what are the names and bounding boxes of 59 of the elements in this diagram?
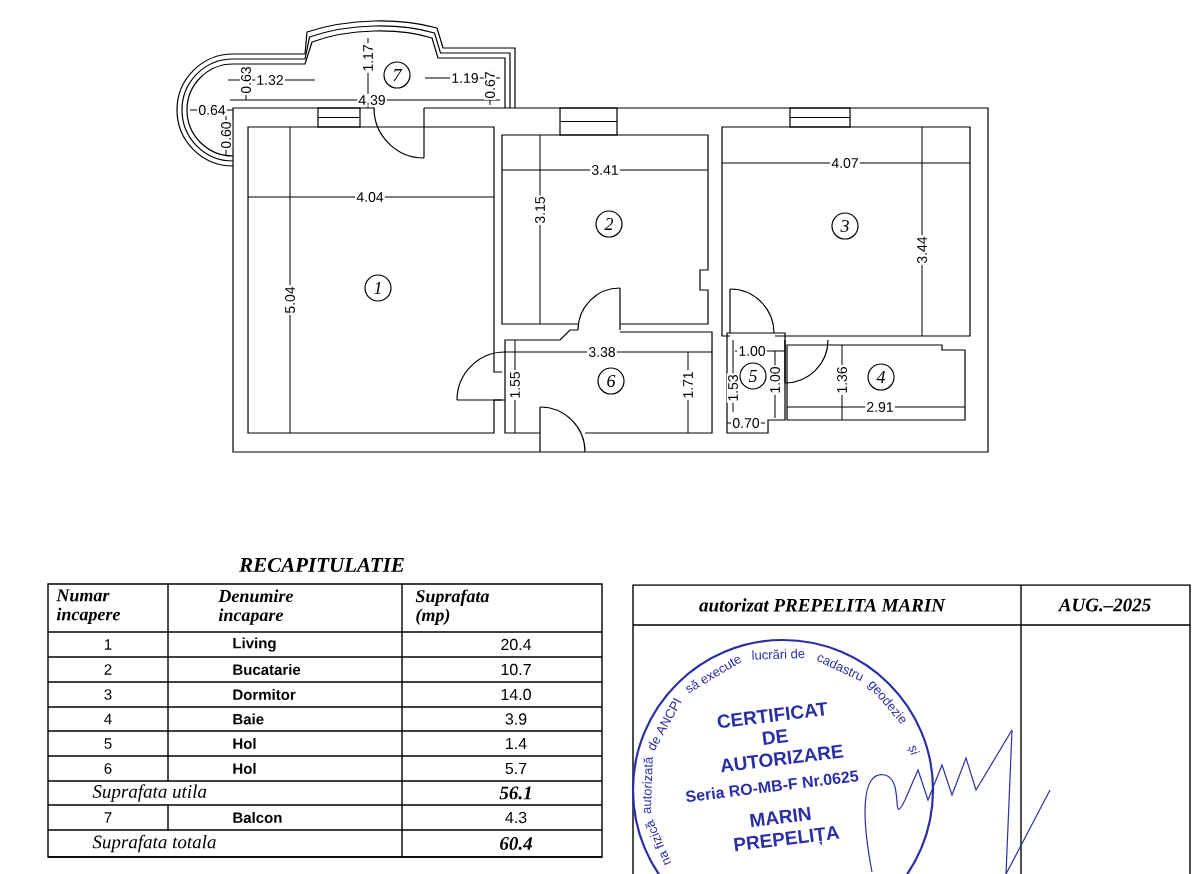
total-label: Suprafata utila bbox=[92, 784, 207, 802]
dimension-label: 1.19 bbox=[450, 71, 480, 85]
dimension-label: 0.60 bbox=[219, 120, 233, 150]
area-value: 14.0 bbox=[501, 688, 531, 701]
stamp-text: lucrări de bbox=[752, 648, 805, 660]
room-number: 4 bbox=[867, 363, 895, 391]
stamp-text: CERTIFICAT DE AUTORIZARE bbox=[717, 701, 844, 773]
dimension-label: 5.04 bbox=[283, 285, 297, 315]
dimension-label: 1.71 bbox=[682, 370, 694, 400]
dimension-label: 0.63 bbox=[239, 65, 253, 95]
row-number: 5 bbox=[104, 738, 112, 749]
area-value: 20.4 bbox=[501, 638, 532, 651]
stamp-text: autorizată bbox=[642, 756, 653, 814]
row-number: 2 bbox=[104, 664, 112, 675]
stamp-text: și bbox=[906, 745, 921, 755]
table-title: RECAPITULATIE bbox=[239, 557, 404, 573]
area-value: 5.7 bbox=[505, 762, 527, 775]
row-number: 7 bbox=[104, 812, 112, 823]
area-value: 10.7 bbox=[501, 663, 531, 676]
row-number: 1 bbox=[104, 639, 112, 650]
date-text: AUG.–2025 bbox=[1057, 598, 1151, 612]
room-number: 6 bbox=[597, 367, 625, 395]
row-number: 3 bbox=[104, 689, 112, 700]
area-value: 3.9 bbox=[505, 713, 527, 725]
row-number: 4 bbox=[104, 713, 112, 725]
dimension-label: 1.55 bbox=[508, 370, 522, 400]
room-number: 2 bbox=[595, 210, 623, 238]
column-header: Denumire incapare bbox=[218, 589, 293, 625]
dimension-label: 3.44 bbox=[915, 235, 929, 265]
area-value: 60.4 bbox=[500, 837, 533, 850]
area-value: 1.4 bbox=[506, 738, 527, 749]
stamp bbox=[631, 638, 935, 874]
dimension-label: 0.67 bbox=[483, 70, 497, 100]
author-name: autorizat PREPELITA MARIN bbox=[699, 598, 946, 612]
room-name: Hol bbox=[233, 763, 256, 775]
dimension-label: 4.04 bbox=[355, 190, 385, 204]
room-name: Hol bbox=[233, 738, 256, 750]
total-label: Suprafata totala bbox=[92, 834, 216, 853]
dimension-label: 0.64 bbox=[197, 103, 227, 117]
area-value: 4.3 bbox=[505, 811, 527, 824]
room-name: Dormitor bbox=[233, 689, 296, 701]
room-name: Bucatarie bbox=[233, 664, 301, 676]
room-name: Balcon bbox=[233, 812, 282, 824]
stamp-text: MARIN PREPELIȚA bbox=[733, 806, 840, 852]
room-number: 3 bbox=[831, 212, 859, 240]
dimension-label: 3.15 bbox=[533, 195, 547, 225]
stamp-text: na fizică bbox=[644, 819, 672, 866]
room-number: 7 bbox=[383, 61, 411, 89]
room-name: Baie bbox=[233, 713, 264, 725]
area-value: 56.1 bbox=[499, 786, 531, 800]
room-name: Living bbox=[233, 637, 276, 652]
dimension-label: 1.32 bbox=[255, 73, 285, 87]
row-number: 6 bbox=[104, 763, 112, 774]
column-header: Suprafata (mp) bbox=[415, 589, 489, 625]
dimension-label: 0.70 bbox=[731, 416, 761, 430]
dimension-label: 4.39 bbox=[357, 93, 387, 107]
room-number: 1 bbox=[364, 274, 392, 302]
room-number: 5 bbox=[739, 362, 767, 390]
column-header: Numar incapere bbox=[56, 589, 120, 624]
